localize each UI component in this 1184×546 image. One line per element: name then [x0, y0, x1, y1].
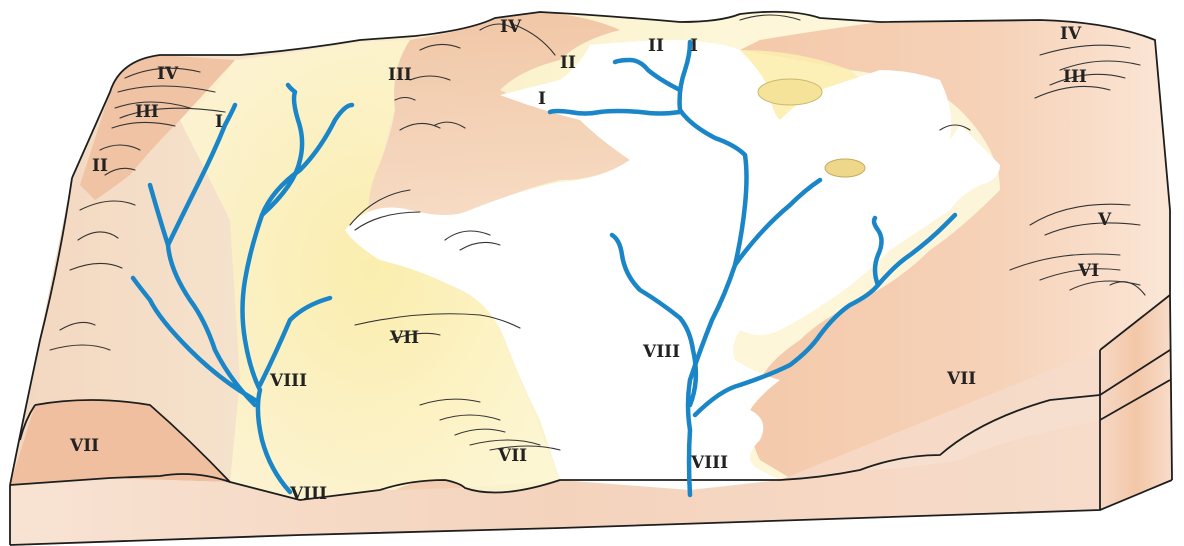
label-top-ii: II [560, 53, 576, 73]
label-center-ii: II [648, 36, 664, 56]
label-block-vii: VII [69, 436, 99, 456]
label-center-viii: VIII [642, 342, 680, 362]
label-center-viii-bottom: VIII [690, 453, 728, 473]
label-left-iv: IV [157, 64, 179, 84]
label-left-viii-bottom: VIII [289, 484, 327, 504]
label-left-ii: II [92, 156, 108, 176]
label-top-iii: III [388, 65, 412, 85]
label-left-i: I [215, 112, 223, 132]
label-top-iv: IV [500, 17, 522, 37]
label-left-iii: III [135, 102, 159, 122]
label-lower-vii: VII [497, 446, 527, 466]
label-right-iv: IV [1060, 24, 1082, 44]
center-tributary-a [550, 111, 680, 114]
label-left-viii: VIII [269, 371, 307, 391]
upper-lake [758, 79, 822, 105]
lower-lake [825, 159, 865, 177]
label-right-vi: VI [1077, 261, 1099, 281]
label-right-iii: III [1063, 67, 1087, 87]
label-right-v: V [1097, 210, 1112, 230]
label-right-vii: VII [946, 369, 976, 389]
label-center-i-left: I [538, 89, 546, 109]
label-mid-vii: VII [389, 328, 419, 348]
label-center-i-top: I [690, 36, 698, 56]
